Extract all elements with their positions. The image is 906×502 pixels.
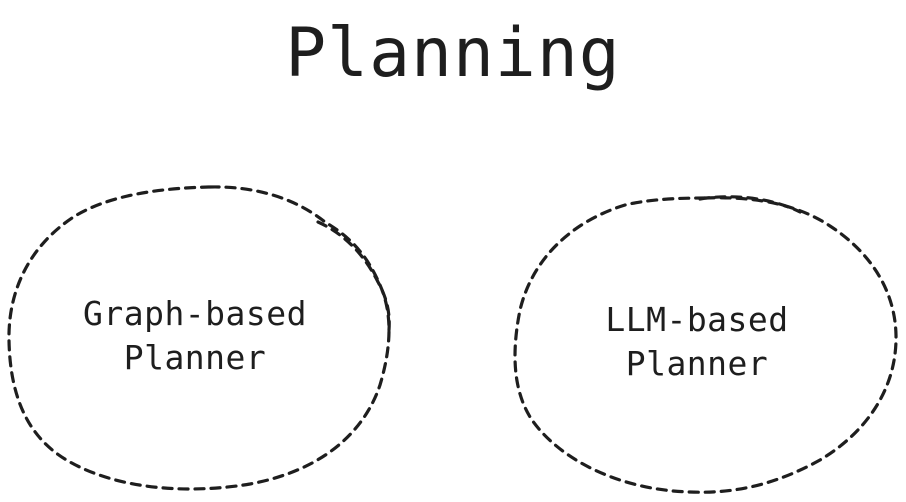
ellipse-overlap-stroke-right xyxy=(698,195,802,214)
node-label-line2: Planner xyxy=(123,338,267,377)
ellipse-llm-based-planner xyxy=(513,196,898,494)
diagram-title: Planning xyxy=(285,14,621,93)
node-label-line1: Graph-based xyxy=(82,294,308,333)
node-llm-based-planner: LLM-based Planner xyxy=(552,298,842,386)
node-graph-based-planner: Graph-based Planner xyxy=(50,292,340,380)
ellipse-graph-based-planner xyxy=(7,185,391,491)
node-label-line1: LLM-based xyxy=(605,300,789,339)
ellipse-overlap-stroke xyxy=(316,220,391,332)
node-label-line2: Planner xyxy=(625,344,769,383)
